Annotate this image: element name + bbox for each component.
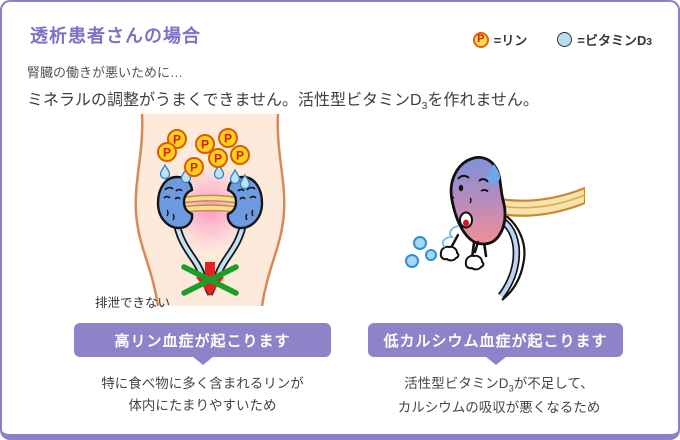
caption-line: 活性型ビタミンD xyxy=(404,376,509,391)
glove-hands xyxy=(439,245,485,271)
intro-line2-sub: 3 xyxy=(421,101,428,113)
hyperphosphatemia-caption: 特に食べ物に多く含まれるリンが 体内にたまりやすいため xyxy=(60,373,345,418)
intro-line2-text: ミネラルの調整がうまくできません。活性型ビタミンD xyxy=(27,92,422,109)
caption-line: カルシウムの吸収が悪くなるため xyxy=(397,400,601,416)
legend: P =リン =ビタミンD3 xyxy=(472,30,652,49)
intro-line2-post: を作れません。 xyxy=(427,92,539,109)
legend-label-phosphorus: =リン xyxy=(493,33,528,48)
hyperphosphatemia-banner: 高リン血症が起こります xyxy=(74,323,331,365)
phosphorus-icon: P xyxy=(472,31,489,48)
vitamin-d-bubbles xyxy=(405,236,437,268)
intro-line2: ミネラルの調整がうまくできません。活性型ビタミンD3を作れません。 xyxy=(27,86,539,112)
blocked-cross-icon xyxy=(181,264,239,296)
vitamin-d-label-sub: 3 xyxy=(646,37,652,48)
phosphorus-particles: P P P P P P P xyxy=(157,128,250,177)
phosphorus-icon: P xyxy=(190,161,198,175)
kidney-right xyxy=(226,175,264,230)
hypocalcemia-banner-label: 低カルシウム血症が起こります xyxy=(383,332,608,350)
vitamin-d-label-text: =ビタミンD xyxy=(577,33,647,48)
phosphorus-icon: P xyxy=(201,138,209,152)
legend-item-vitamin-d: =ビタミンD3 xyxy=(557,30,652,49)
kidney-left xyxy=(156,175,194,230)
banner-tail xyxy=(484,356,507,365)
caption-sub: 3 xyxy=(508,383,514,395)
hypocalcemia-banner: 低カルシウム血症が起こります xyxy=(368,323,623,365)
hypocalcemia-caption: 活性型ビタミンD3が不足して、 カルシウムの吸収が悪くなるため xyxy=(354,373,644,420)
caption-line: 体内にたまりやすいため xyxy=(128,398,277,414)
phosphorus-icon: P xyxy=(224,132,232,146)
character-face xyxy=(450,174,489,229)
legend-item-phosphorus: P =リン xyxy=(472,30,528,49)
banner-tail xyxy=(191,356,214,365)
legend-label-vitamin-d: =ビタミンD3 xyxy=(577,30,652,49)
breath-squiggle xyxy=(441,225,459,248)
hyperphosphatemia-banner-label: 高リン血症が起こります xyxy=(114,332,291,350)
caption-line: が不足して、 xyxy=(513,376,594,391)
character-arms xyxy=(450,233,480,254)
phosphorus-icon: P xyxy=(214,152,222,166)
phosphorus-icon: P xyxy=(163,146,171,160)
kidneys-cannot-excrete-illustration: P P P P P P P xyxy=(134,114,286,306)
intro-line1: 腎臓の働きが悪いために… xyxy=(27,65,184,80)
excrete-label: 排泄できない xyxy=(95,296,171,310)
phosphorus-icon: P xyxy=(236,149,244,163)
vessel-line xyxy=(496,209,526,301)
caption-line: 特に食べ物に多く含まれるリンが xyxy=(101,376,304,391)
page-title: 透析患者さんの場合 xyxy=(30,26,201,46)
phosphorus-icon: P xyxy=(173,133,181,147)
artery-tube xyxy=(492,186,585,217)
sick-kidney-character-illustration xyxy=(405,156,585,301)
vitamin-d-icon xyxy=(557,32,573,47)
sweat-drop-icon xyxy=(487,164,500,184)
